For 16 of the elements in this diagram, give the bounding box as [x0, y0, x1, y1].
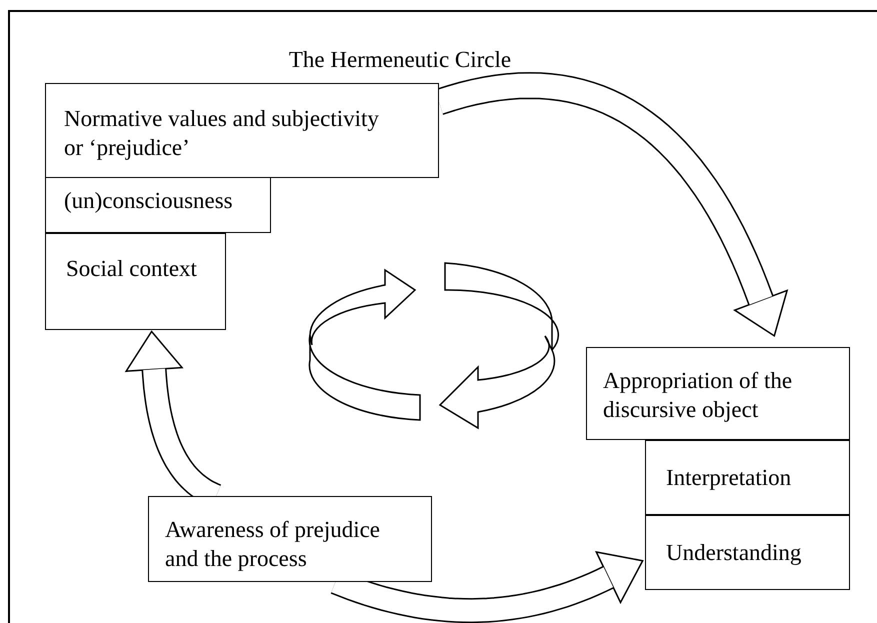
- text-box: [45, 83, 439, 178]
- box-text: Normative values and subjectivity or ‘prejudice’: [64, 105, 380, 162]
- box-text: Social context: [66, 255, 198, 283]
- text-box: [645, 515, 850, 590]
- text-box: [45, 233, 226, 330]
- text-box: [586, 347, 850, 440]
- box-text: Interpretation: [666, 464, 792, 492]
- box-text: Appropriation of the discursive object: [603, 367, 794, 424]
- curved-block-arrow: [330, 551, 644, 623]
- text-box: [148, 496, 432, 582]
- box-text: (un)consciousness: [64, 187, 234, 215]
- box-text: Understanding: [666, 539, 802, 567]
- diagram-title: The Hermeneutic Circle: [288, 46, 512, 74]
- text-box: [45, 177, 271, 233]
- text-box: [645, 440, 850, 515]
- box-text: Awareness of prejudice and the process: [165, 516, 382, 573]
